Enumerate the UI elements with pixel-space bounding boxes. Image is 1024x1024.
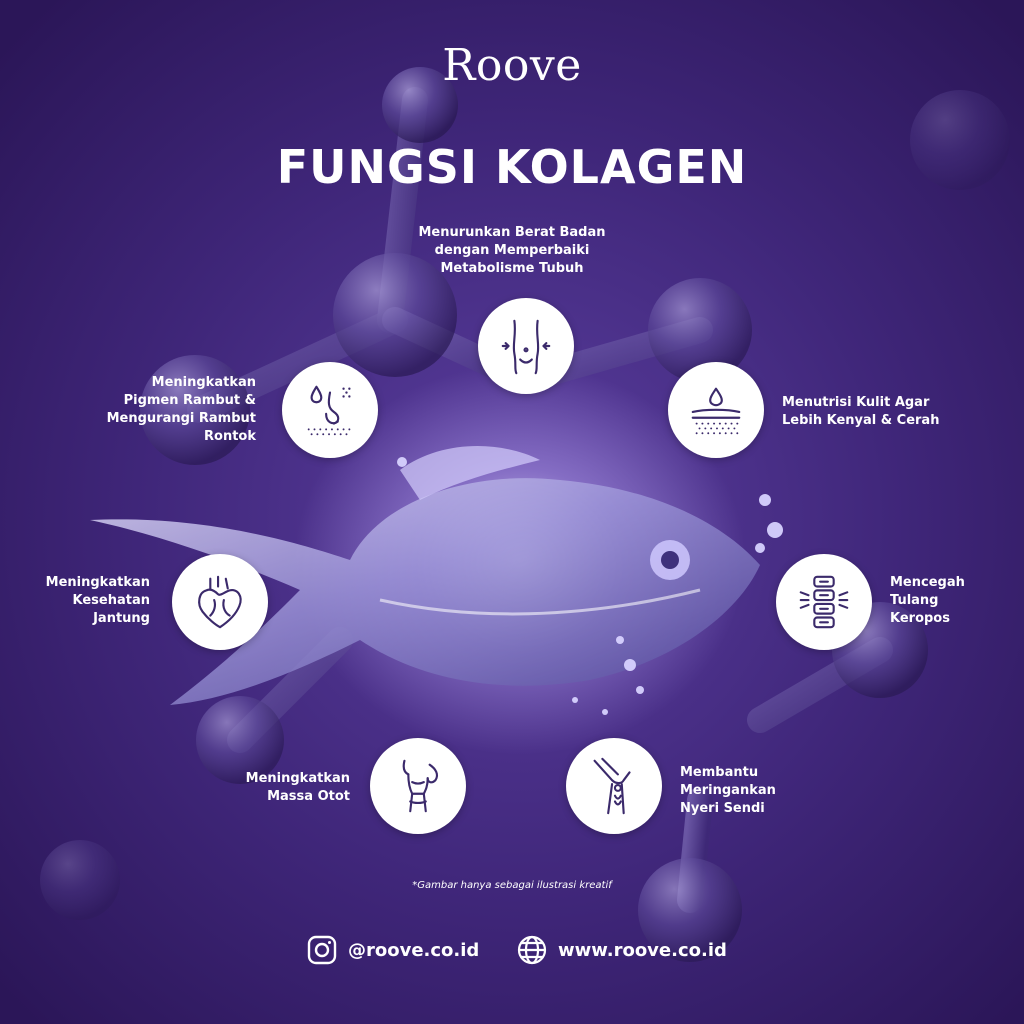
function-label-hair: Meningkatkan Pigmen Rambut & Mengurangi … (106, 375, 256, 444)
instagram-text: @roove.co.id (348, 939, 480, 961)
function-label-bone: Mencegah Tulang Keropos (890, 575, 965, 626)
function-circle-muscle (370, 738, 466, 834)
function-circle-bone (776, 554, 872, 650)
instagram-handle[interactable]: @roove.co.id (306, 934, 479, 966)
function-circle-heart (172, 554, 268, 650)
function-label-joint: Membantu Meringankan Nyeri Sendi (680, 765, 776, 816)
heart-icon (198, 575, 242, 629)
instagram-icon (307, 935, 337, 965)
knee-joint-icon (593, 757, 631, 815)
roove-logo: Roove (0, 40, 1024, 91)
disclaimer-note: *Gambar hanya sebagai ilustrasi kreatif (412, 880, 612, 891)
website-text: www.roove.co.id (558, 939, 727, 961)
function-label-heart: Meningkatkan Kesehatan Jantung (45, 575, 150, 626)
globe-icon (517, 935, 547, 965)
function-label-skin: Menutrisi Kulit Agar Lebih Kenyal & Cera… (782, 395, 940, 428)
spine-icon (799, 575, 849, 629)
hair-follicle-icon (307, 385, 351, 436)
function-label-muscle: Meningkatkan Massa Otot (245, 771, 350, 804)
function-circle-weight (478, 298, 574, 394)
function-circle-joint (566, 738, 662, 834)
website-link[interactable]: www.roove.co.id (516, 934, 727, 966)
function-circle-hair (282, 362, 378, 458)
muscle-body-icon (402, 759, 439, 813)
page-title: FUNGSI KOLAGEN (276, 140, 748, 194)
function-label-weight: Menurunkan Berat Badan dengan Memperbaik… (418, 225, 606, 276)
fish-illustration (90, 446, 783, 715)
waist-icon (501, 319, 551, 375)
function-circle-skin (668, 362, 764, 458)
skin-layer-icon (691, 387, 741, 435)
logo-text: Roove (442, 40, 582, 91)
